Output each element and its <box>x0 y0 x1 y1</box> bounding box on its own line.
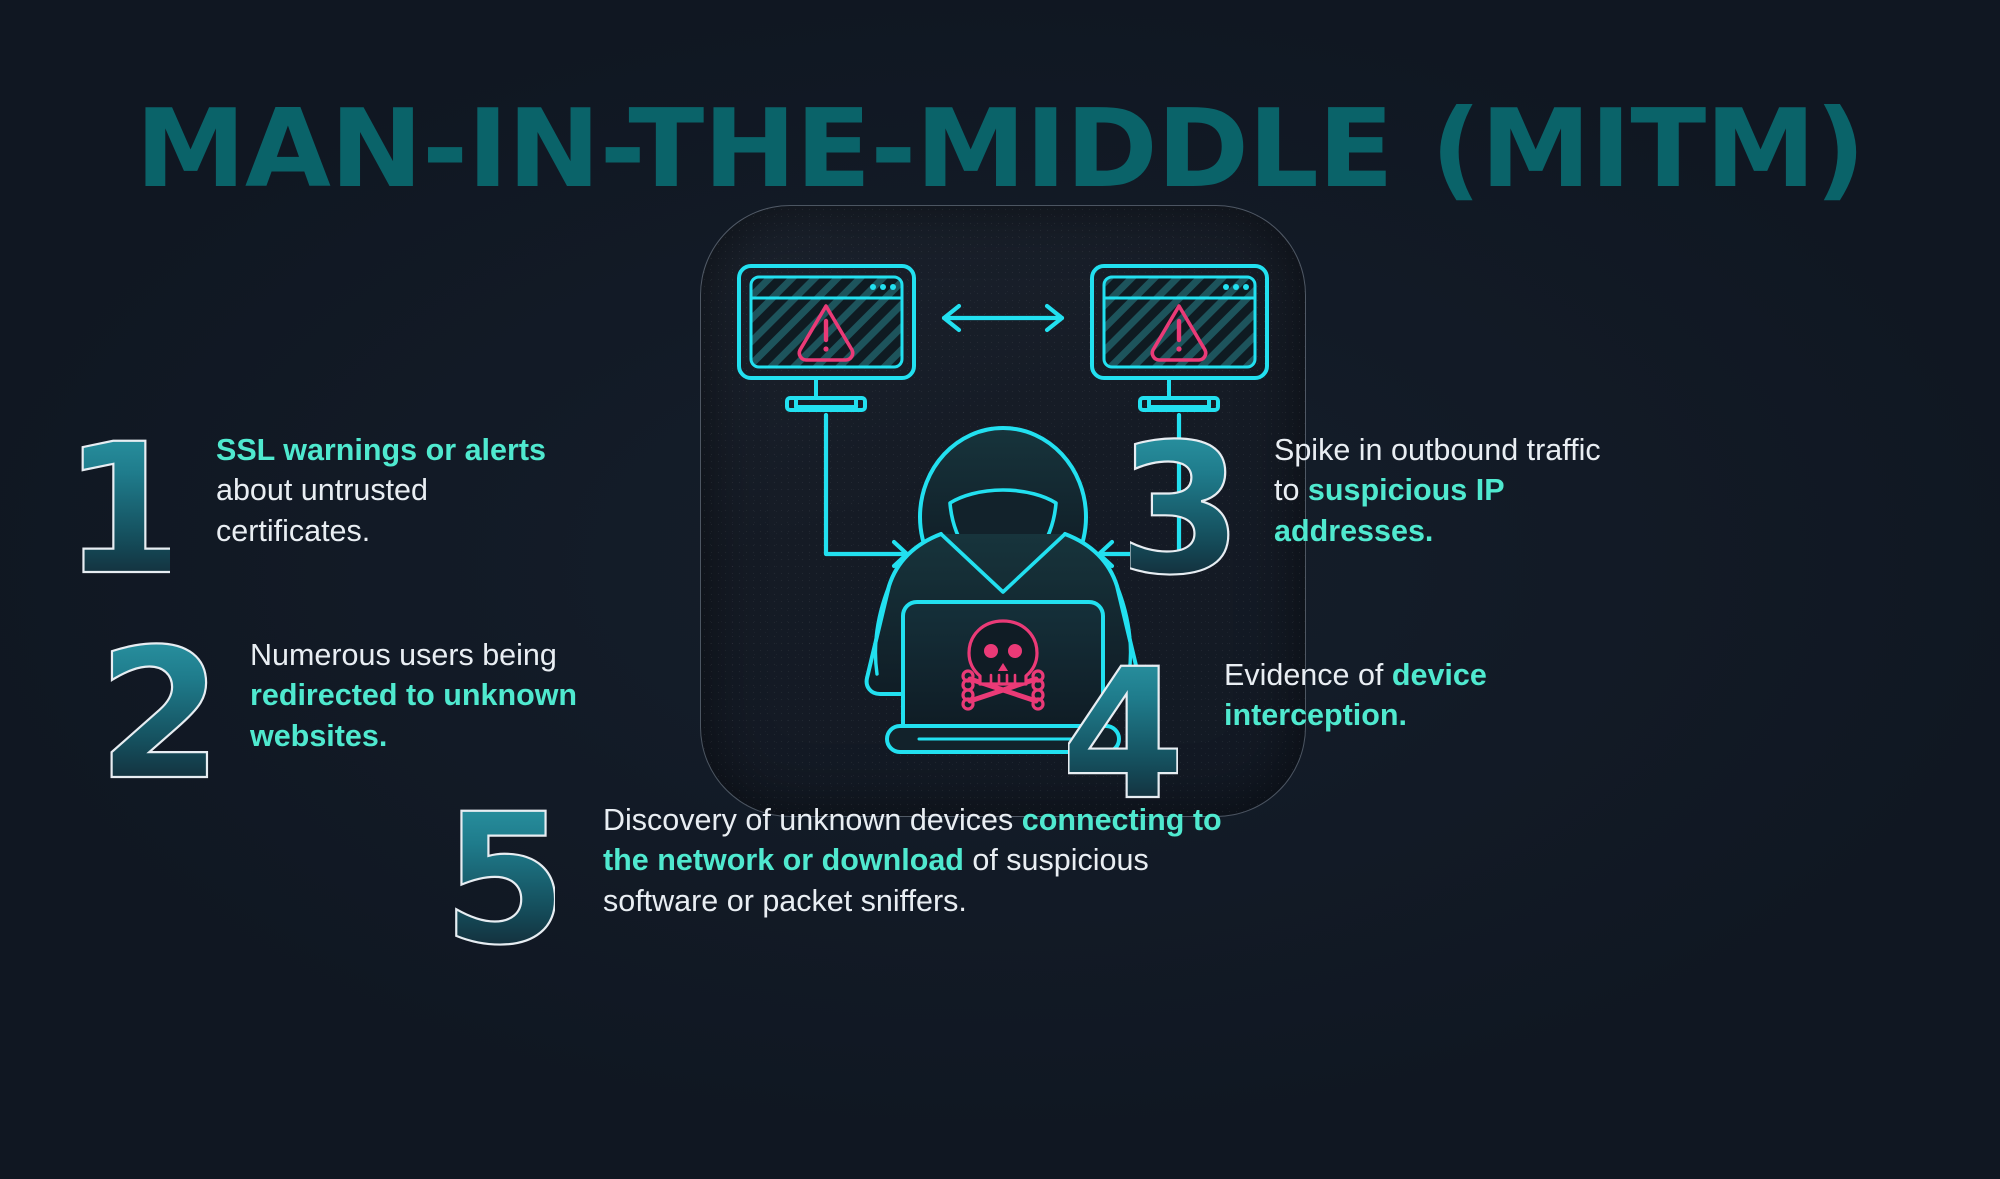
item-text-plain: Numerous users being <box>250 638 557 672</box>
item-number: 4 <box>1068 655 1178 815</box>
arrow-left-down-to-hacker <box>823 412 910 569</box>
monitor-left-warning <box>737 264 916 412</box>
item-number: 5 <box>455 800 555 960</box>
svg-text:1: 1 <box>80 430 170 590</box>
laptop-skull-crossbones <box>885 600 1121 754</box>
svg-text:5: 5 <box>455 800 555 960</box>
item-text: Numerous users being redirected to unkno… <box>250 635 580 756</box>
number-glyph: 3 <box>1130 430 1230 590</box>
number-glyph: 1 <box>80 430 170 590</box>
item-number: 1 <box>80 430 170 590</box>
item-text-emphasis: connecting to the network or download <box>603 803 1222 878</box>
item-text-emphasis: SSL warnings or alerts <box>216 433 546 467</box>
item-text: Spike in outbound traffic to suspicious … <box>1274 430 1604 551</box>
list-item: 5 Discovery of unknown devices connectin… <box>455 800 1255 960</box>
item-text-emphasis: device interception. <box>1224 658 1487 733</box>
svg-text:3: 3 <box>1130 430 1230 590</box>
item-text-emphasis: redirected to unknown websites. <box>250 678 578 753</box>
item-text-plain: Discovery of unknown devices <box>603 803 1022 837</box>
item-text: Discovery of unknown devices connecting … <box>603 800 1255 921</box>
item-number: 3 <box>1130 430 1230 590</box>
number-glyph: 5 <box>455 800 555 960</box>
mitm-attack-diagram <box>737 264 1269 754</box>
item-text: Evidence of device interception. <box>1224 655 1554 736</box>
item-text-plain: of suspicious software or packet sniffer… <box>603 843 1149 918</box>
item-text: SSL warnings or alerts about untrusted c… <box>216 430 550 551</box>
page-title: MAN-IN-THE-MIDDLE (MITM) <box>135 87 1866 212</box>
bidirectional-arrow <box>941 303 1065 333</box>
list-item: 2 Numerous users being redirected to unk… <box>110 635 580 795</box>
item-text-emphasis: suspicious IP addresses. <box>1274 473 1504 548</box>
svg-text:4: 4 <box>1068 655 1178 815</box>
monitor-right-warning <box>1090 264 1269 412</box>
list-item: 1 SSL warnings or alerts about untrusted… <box>80 430 550 590</box>
item-text-plain: Spike in outbound traffic to <box>1274 433 1601 508</box>
number-glyph: 2 <box>110 635 210 795</box>
item-text-plain: about untrusted certificates. <box>216 473 428 548</box>
item-text-plain: Evidence of <box>1224 658 1392 692</box>
illustration-card <box>700 205 1306 817</box>
item-number: 2 <box>110 635 210 795</box>
list-item: 4 Evidence of device interception. <box>1068 655 1628 815</box>
svg-text:2: 2 <box>110 635 210 795</box>
number-glyph: 4 <box>1068 655 1178 815</box>
list-item: 3 Spike in outbound traffic to suspiciou… <box>1130 430 1650 590</box>
